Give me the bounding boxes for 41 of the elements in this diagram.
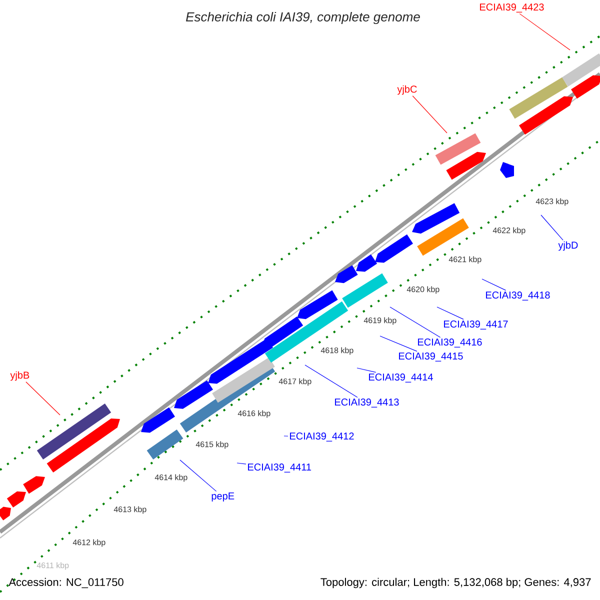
gene-label: ECIAI39_4415 (399, 352, 463, 362)
tick-label: 4623 kbp (536, 198, 568, 206)
gene-label: ECIAI39_4418 (486, 292, 550, 300)
leader-line (380, 336, 418, 352)
leader-line (304, 364, 358, 398)
leader-line (236, 462, 246, 464)
tick-label: 4620 kbp (406, 286, 440, 294)
gene-label: ECIAI39_4414 (369, 374, 433, 382)
leader-line (356, 368, 376, 373)
gene-label: pepE (212, 492, 234, 502)
gene-label: yjbB (10, 371, 30, 381)
tick-label: 4617 kbp (278, 378, 312, 386)
gene-label: ECIAI39_4411 (248, 464, 312, 472)
tick-label: 4622 kbp (492, 227, 526, 235)
tick-label: 4614 kbp (154, 474, 188, 482)
gene-label: ECIAI39_4423 (480, 4, 544, 12)
leader-line (519, 13, 570, 50)
tick-label: 4619 kbp (364, 317, 396, 325)
gene-label: ECIAI39_4413 (335, 398, 399, 408)
leader-line (390, 306, 441, 338)
tick-label: 4611 kbp (36, 562, 69, 570)
genome-info-text: Topology: circular; Length: 5,132,068 bp; Genes: 4,937 (320, 578, 591, 588)
gene-label: ECIAI39_4412 (290, 432, 354, 442)
gene-label: ECIAI39_4416 (418, 338, 482, 348)
leader-line (482, 278, 506, 291)
tick-label: 4612 kbp (72, 539, 106, 547)
leader-line (180, 460, 217, 492)
leader-line (412, 96, 448, 134)
tick-label: 4621 kbp (448, 256, 482, 264)
title: Escherichia coli IAI39, complete genome (186, 12, 420, 24)
accession-text: Accession: NC_011750 (8, 578, 124, 588)
tick-label: 4616 kbp (238, 410, 270, 418)
tick-label: 4613 kbp (114, 506, 146, 514)
leader-line (26, 382, 60, 416)
tick-label: 4615 kbp (196, 441, 228, 449)
gene-label: ECIAI39_4417 (444, 320, 508, 330)
gene-label: yjbD (558, 241, 578, 251)
leader-line (436, 306, 464, 320)
leader-line (540, 214, 564, 240)
gene-label: yjbC (397, 85, 417, 95)
tick-label: 4618 kbp (320, 347, 354, 355)
